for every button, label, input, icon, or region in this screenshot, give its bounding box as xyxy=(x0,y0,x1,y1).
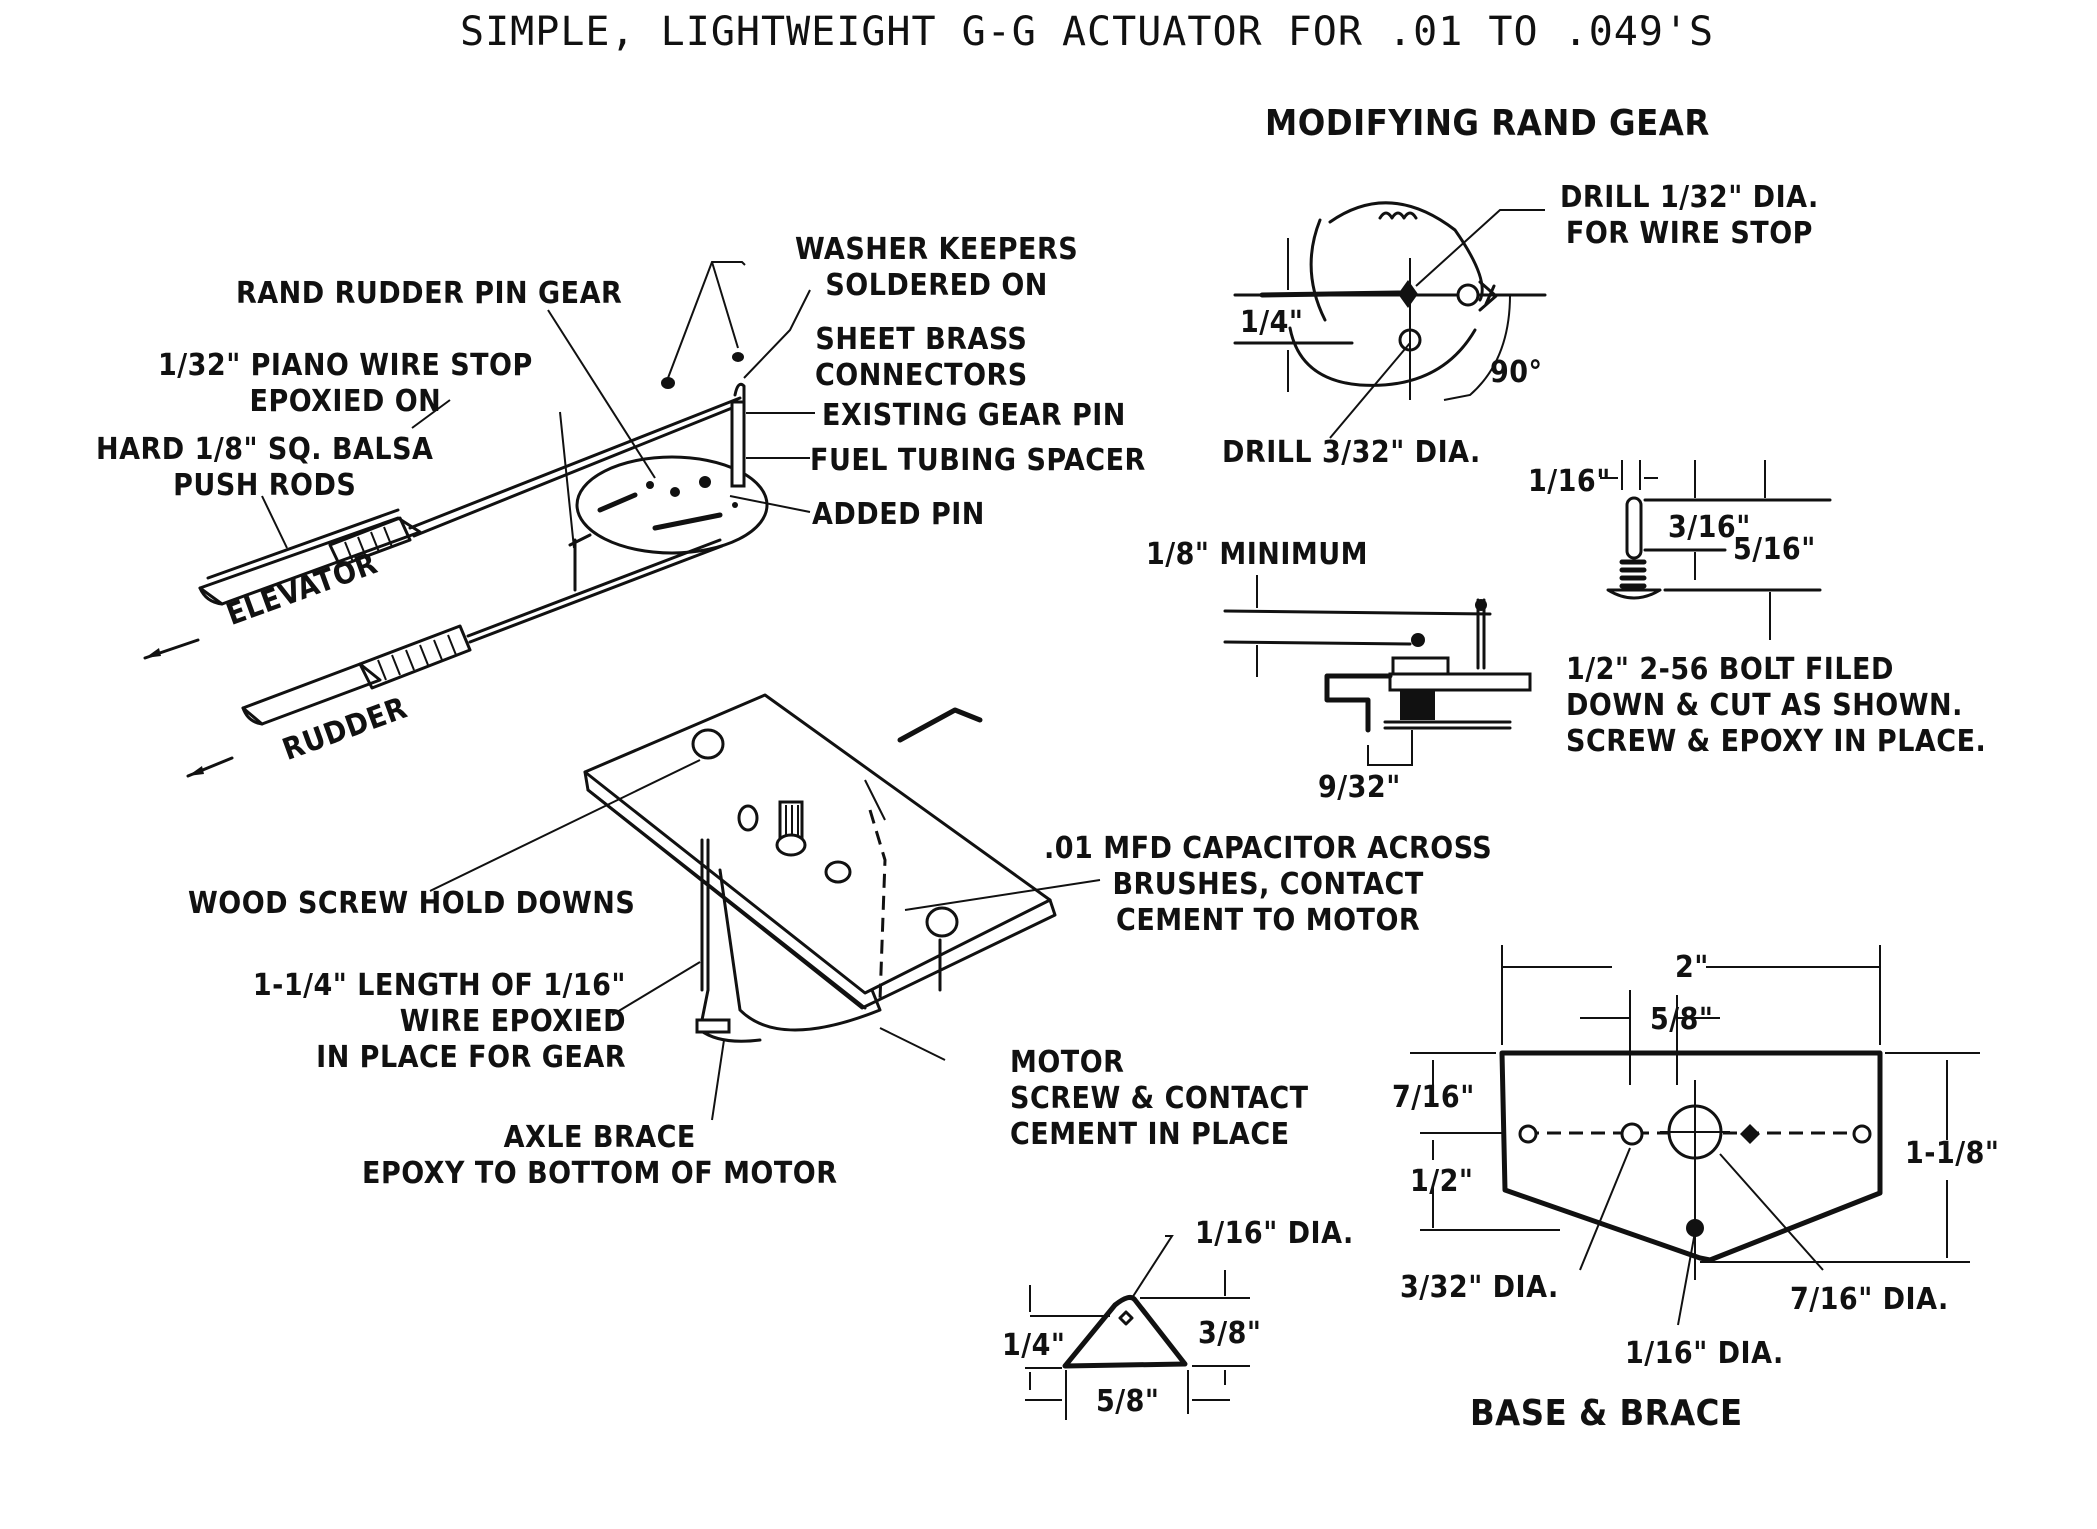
gear-side-view xyxy=(1223,575,1532,766)
dim-brace-1-4: 1/4" xyxy=(1002,1328,1066,1363)
base-plate-detail xyxy=(1410,945,1980,1326)
dim-base-5-8: 5/8" xyxy=(1650,1002,1714,1037)
dim-9-32: 9/32" xyxy=(1318,770,1401,805)
label-minimum: 1/8" MINIMUM xyxy=(1146,537,1369,572)
label-washer-keepers: WASHER KEEPERS SOLDERED ON xyxy=(795,232,1079,303)
dim-gear-angle: 90° xyxy=(1490,355,1543,390)
label-drill-1-32: DRILL 1/32" DIA. FOR WIRE STOP xyxy=(1560,180,1819,251)
base-outline xyxy=(1499,1050,1883,1263)
label-drill-3-32: DRILL 3/32" DIA. xyxy=(1222,435,1481,470)
label-rand-rudder-pin-gear: RAND RUDDER PIN GEAR xyxy=(236,276,623,311)
motor-assembly xyxy=(429,693,1101,1121)
dim-base-width: 2" xyxy=(1675,950,1709,985)
brace-triangle xyxy=(1025,1235,1250,1420)
bolt-detail xyxy=(1600,460,1832,640)
label-brace-hole: 1/16" DIA. xyxy=(1195,1216,1354,1251)
heading-modifying-rand-gear: MODIFYING RAND GEAR xyxy=(1265,103,1710,144)
dim-brace-3-8: 3/8" xyxy=(1198,1316,1262,1351)
label-axle-brace: AXLE BRACE EPOXY TO BOTTOM OF MOTOR xyxy=(362,1120,838,1191)
label-hole-3-32: 3/32" DIA. xyxy=(1400,1270,1559,1305)
label-piano-wire-stop: 1/32" PIANO WIRE STOP EPOXIED ON xyxy=(158,348,533,419)
dim-brace-5-8: 5/8" xyxy=(1096,1384,1160,1419)
label-capacitor: .01 MFD CAPACITOR ACROSS BRUSHES, CONTAC… xyxy=(1044,831,1493,938)
push-rod-assembly xyxy=(143,352,769,778)
dim-bolt-5-16: 5/16" xyxy=(1733,532,1816,567)
dim-base-7-16: 7/16" xyxy=(1392,1080,1475,1115)
label-hole-1-16: 1/16" DIA. xyxy=(1625,1336,1784,1371)
rand-gear xyxy=(575,455,769,555)
label-push-rods: HARD 1/8" SQ. BALSA PUSH RODS xyxy=(96,432,434,503)
dim-gear-1-4: 1/4" xyxy=(1240,305,1304,340)
page-title: SIMPLE, LIGHTWEIGHT G-G ACTUATOR FOR .01… xyxy=(460,9,1715,55)
label-fuel-tubing-spacer: FUEL TUBING SPACER xyxy=(810,443,1146,478)
leaders-top xyxy=(261,261,815,549)
label-wire-length: 1-1/4" LENGTH OF 1/16" WIRE EPOXIED IN P… xyxy=(252,968,626,1075)
elevator-push-rod xyxy=(198,396,744,606)
dim-base-1-2: 1/2" xyxy=(1410,1164,1474,1199)
label-motor: MOTOR SCREW & CONTACT CEMENT IN PLACE xyxy=(1010,1045,1309,1152)
label-sheet-brass-connectors: SHEET BRASS CONNECTORS xyxy=(815,322,1028,393)
gear-modification-view xyxy=(1233,201,1547,439)
label-wood-screw-hold-downs: WOOD SCREW HOLD DOWNS xyxy=(188,886,636,921)
dim-base-height: 1-1/8" xyxy=(1905,1136,2000,1171)
label-added-pin: ADDED PIN xyxy=(812,497,985,532)
label-bolt-note: 1/2" 2-56 BOLT FILED DOWN & CUT AS SHOWN… xyxy=(1566,652,1987,759)
dim-bolt-3-16: 3/16" xyxy=(1668,510,1751,545)
heading-base-brace: BASE & BRACE xyxy=(1470,1393,1743,1434)
label-existing-gear-pin: EXISTING GEAR PIN xyxy=(822,398,1126,433)
rudder-push-rod xyxy=(241,538,724,726)
label-hole-7-16: 7/16" DIA. xyxy=(1790,1282,1949,1317)
dim-bolt-1-16: 1/16" xyxy=(1528,464,1611,499)
